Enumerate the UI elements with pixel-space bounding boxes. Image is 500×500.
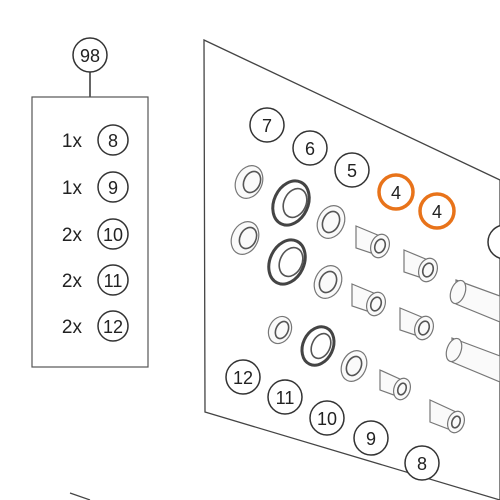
kit-item-part: 8 bbox=[108, 131, 118, 151]
kit-item-qty: 1x bbox=[62, 178, 83, 199]
kit-item-qty: 2x bbox=[62, 225, 83, 246]
kit-item-circle bbox=[97, 124, 129, 156]
callout-10: 10 bbox=[309, 400, 345, 436]
callout-5: 5 bbox=[334, 152, 370, 188]
svg-text:10: 10 bbox=[317, 409, 337, 429]
callout-4-highlighted: 4 bbox=[377, 173, 415, 211]
kit-item-qty: 2x bbox=[62, 317, 83, 338]
washer-part bbox=[316, 205, 346, 239]
kit-box-frame bbox=[31, 96, 149, 368]
bushing-part bbox=[300, 325, 336, 367]
callout-11: 11 bbox=[267, 379, 303, 415]
kit-item-qty: 2x bbox=[62, 271, 83, 292]
svg-text:8: 8 bbox=[417, 454, 427, 474]
svg-text:7: 7 bbox=[262, 116, 272, 136]
svg-text:9: 9 bbox=[366, 429, 376, 449]
callout-partial bbox=[487, 224, 500, 260]
bearing-part bbox=[379, 369, 412, 401]
kit-item-circle bbox=[97, 171, 129, 203]
washer-part bbox=[313, 265, 343, 299]
kit-item-circle bbox=[97, 218, 129, 250]
callout-6: 6 bbox=[292, 130, 328, 166]
callout-9: 9 bbox=[353, 420, 389, 456]
svg-text:4: 4 bbox=[432, 202, 442, 222]
kit-contents-box: 98 1x 8 1x 9 2x 10 2x 11 2x 12 bbox=[31, 37, 149, 368]
kit-item-part: 12 bbox=[103, 317, 123, 337]
kit-item-qty: 1x bbox=[62, 131, 83, 152]
seal-ring-part bbox=[230, 221, 260, 255]
seal-ring-part bbox=[267, 315, 293, 345]
bushing-part bbox=[271, 179, 311, 227]
kit-item-row: 1x 8 bbox=[62, 124, 129, 156]
bearing-part bbox=[403, 249, 439, 283]
svg-text:6: 6 bbox=[305, 139, 315, 159]
washer-part bbox=[340, 350, 368, 382]
callout-12: 12 bbox=[225, 359, 261, 395]
kit-item-part: 9 bbox=[108, 178, 118, 198]
kit-item-part: 10 bbox=[103, 225, 123, 245]
kit-item-circle bbox=[97, 264, 129, 296]
svg-text:11: 11 bbox=[276, 388, 295, 408]
callout-4-highlighted: 4 bbox=[418, 192, 456, 230]
svg-text:12: 12 bbox=[233, 368, 253, 388]
sleeve-part bbox=[445, 337, 500, 383]
seal-ring-part bbox=[234, 165, 264, 199]
kit-item-part: 11 bbox=[104, 271, 123, 291]
kit-item-row: 2x 12 bbox=[62, 310, 129, 342]
callout-7: 7 bbox=[249, 107, 285, 143]
kit-item-row: 2x 10 bbox=[62, 218, 129, 250]
svg-text:4: 4 bbox=[391, 183, 401, 203]
kit-item-row: 1x 9 bbox=[62, 171, 129, 203]
kit-callout-number: 98 bbox=[80, 46, 100, 66]
kit-item-circle bbox=[97, 310, 129, 342]
bearing-part bbox=[429, 399, 466, 434]
svg-text:5: 5 bbox=[347, 161, 357, 181]
kit-item-row: 2x 11 bbox=[62, 264, 129, 296]
bearing-part bbox=[351, 283, 387, 317]
lower-panel-edge bbox=[69, 492, 91, 500]
bearing-part bbox=[399, 307, 435, 341]
bushing-part bbox=[267, 238, 307, 286]
bearing-part bbox=[355, 225, 391, 259]
sleeve-part bbox=[449, 279, 500, 323]
callout-8: 8 bbox=[404, 445, 440, 481]
